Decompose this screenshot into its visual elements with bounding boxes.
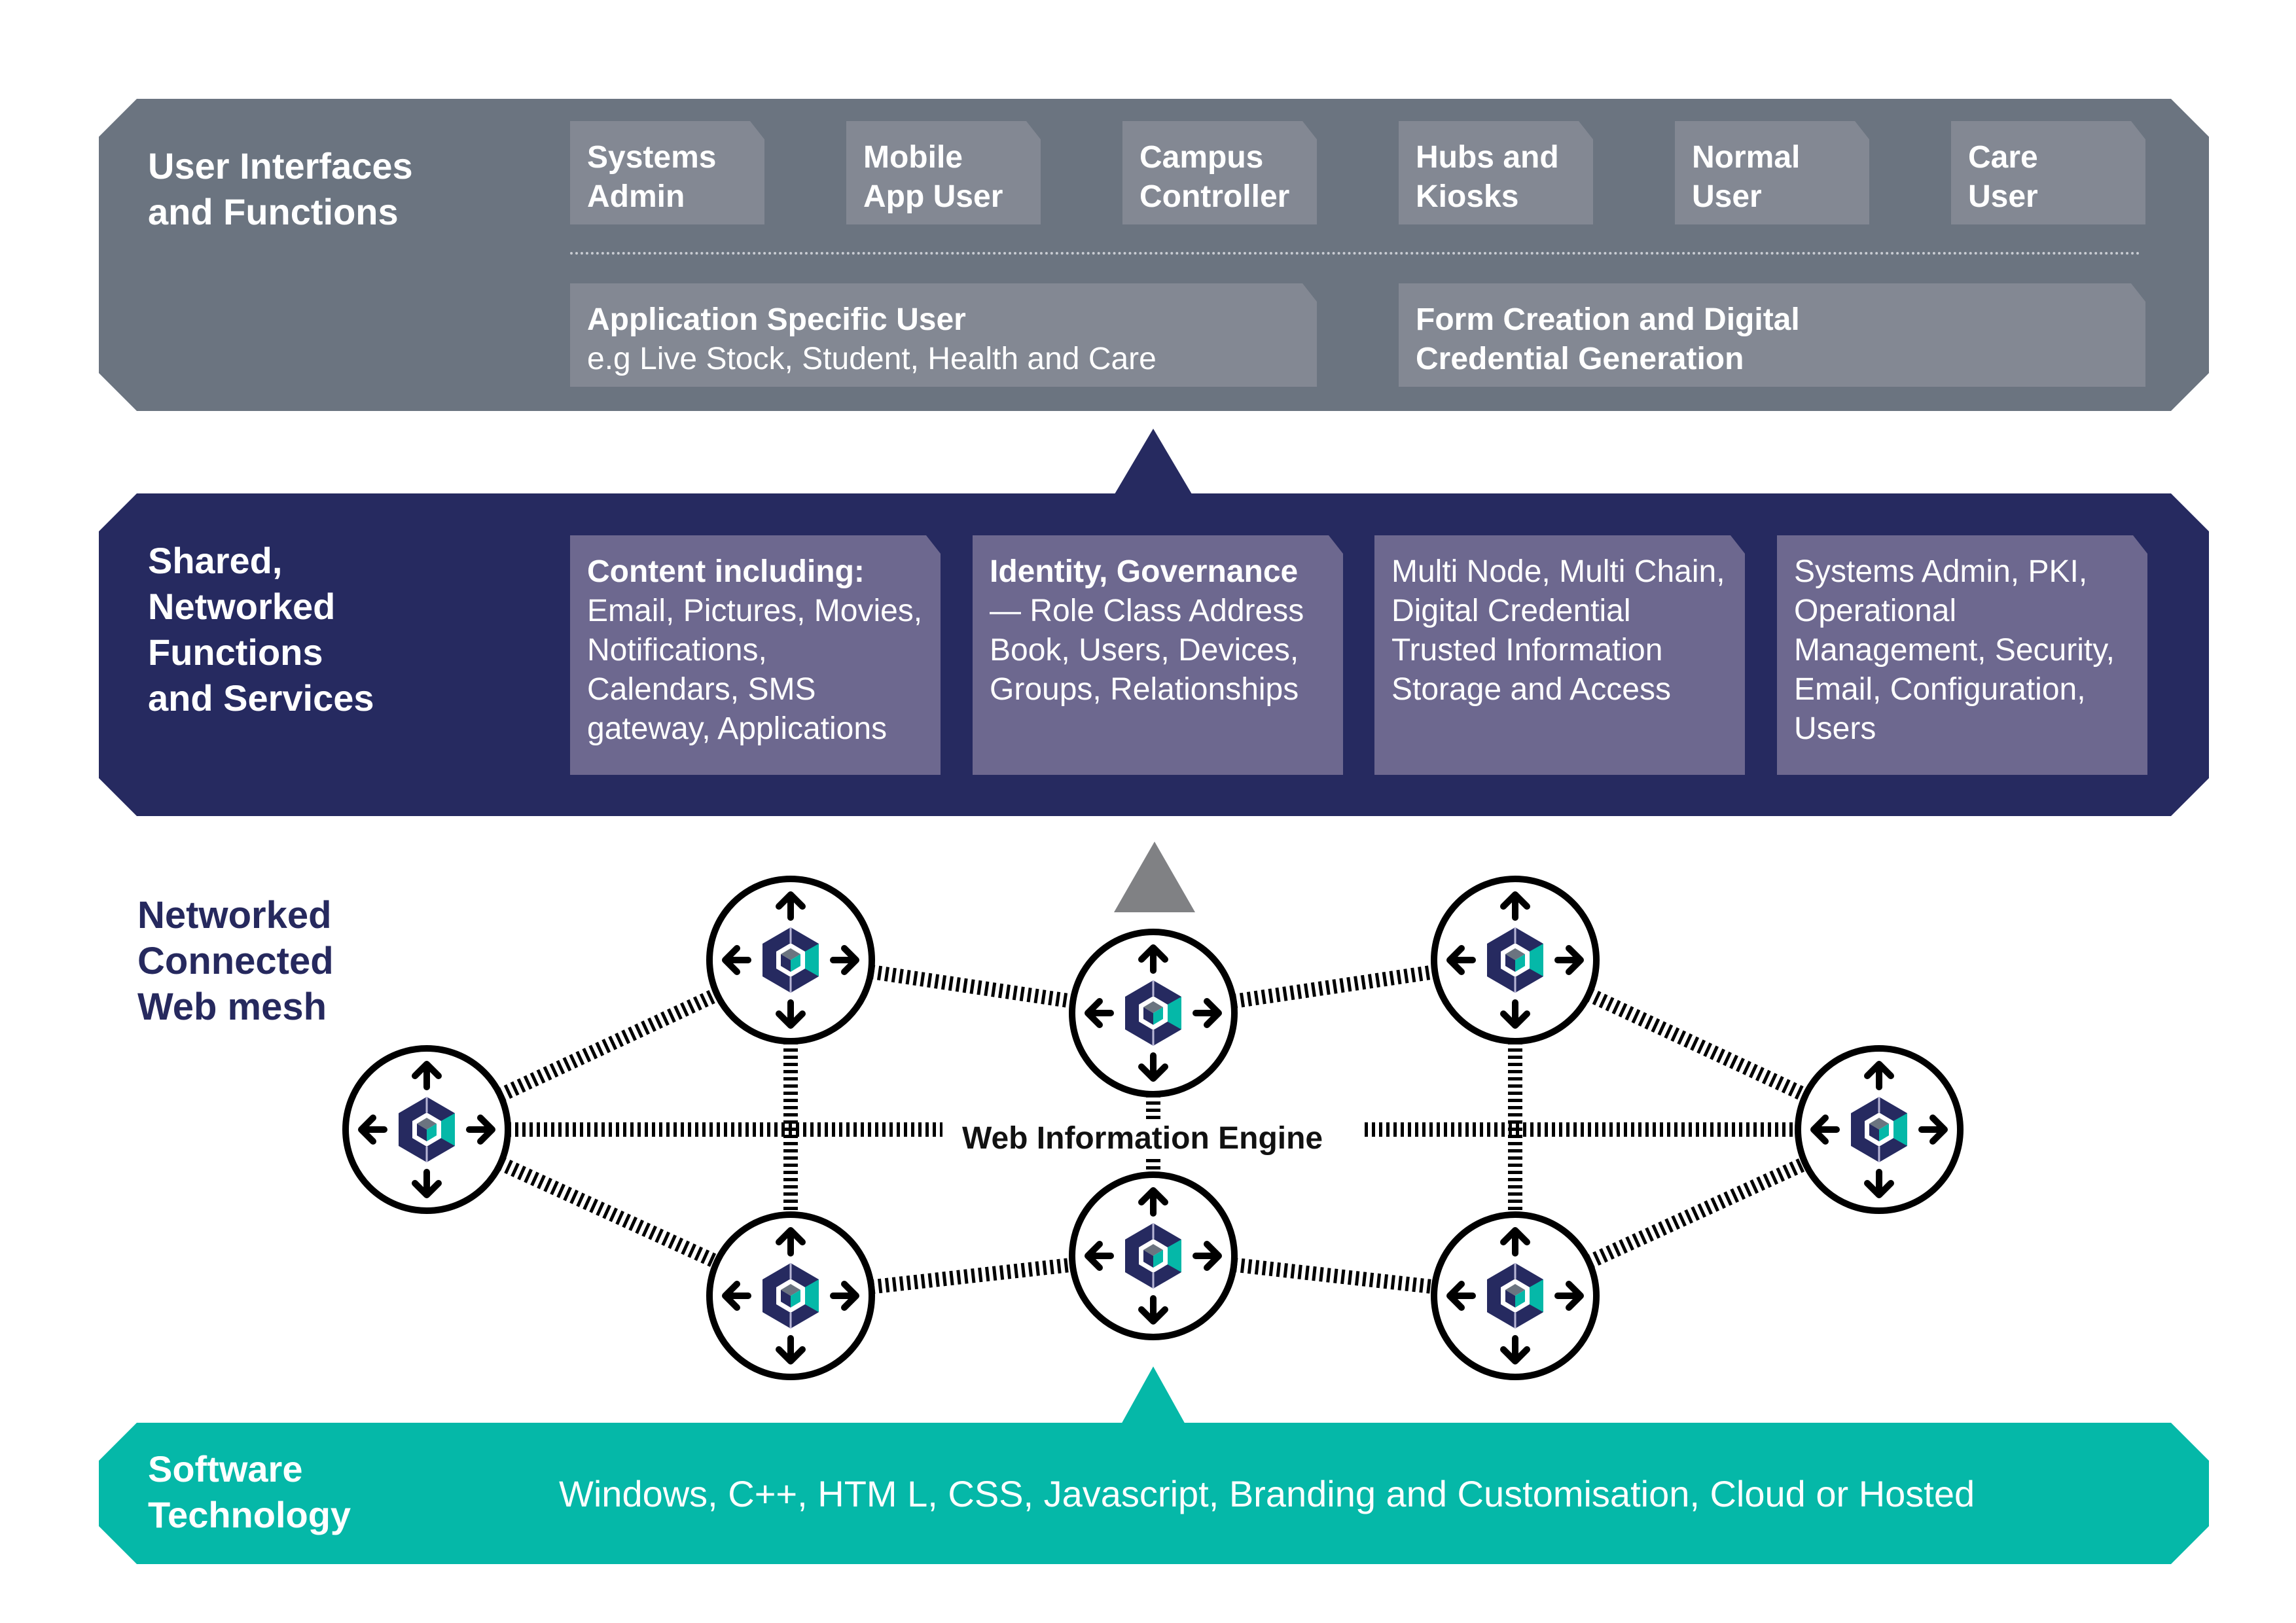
service-card-bold: Identity, Governance (990, 554, 1299, 589)
service-card-text: Email, Pictures, Movies, Notifications, … (587, 594, 923, 746)
service-card-bold: Content including: (587, 554, 865, 589)
services-layer-title: Shared, Networked Functions and Services (148, 540, 374, 719)
arrow-up-teal-icon (1121, 1366, 1186, 1425)
ui-card-campus-controller: Campus Controller (1122, 121, 1317, 224)
ui-card-line2: User (1968, 179, 2038, 214)
ui-card-form-creation: Form Creation and Digital Credential Gen… (1399, 283, 2145, 387)
mesh-link (870, 965, 1074, 1008)
service-card-multi-node: Multi Node, Multi Chain, Digital Credent… (1374, 535, 1745, 775)
ui-card-line1: Hubs and (1416, 140, 1559, 175)
ui-card-application-specific-user: Application Specific User e.g Live Stock… (570, 283, 1317, 387)
ui-card-line2: App User (863, 179, 1003, 214)
ui-card-line1: Campus (1139, 140, 1264, 175)
mesh-link (870, 1257, 1073, 1294)
mesh-node (1795, 1045, 1964, 1214)
service-card-text: — Role Class Address Book, Users, Device… (990, 594, 1304, 707)
ui-card-systems-admin: Systems Admin (570, 121, 764, 224)
mesh-node (706, 1211, 875, 1380)
ui-wide-card-detail: e.g Live Stock, Student, Health and Care (587, 342, 1157, 376)
mesh-link (1232, 965, 1436, 1008)
technology-list: Windows, C++, HTM L, CSS, Javascript, Br… (559, 1473, 1975, 1514)
technology-layer-title: Software Technology (148, 1448, 351, 1535)
mesh-node (706, 876, 875, 1044)
web-information-engine-label: Web Information Engine (950, 1120, 1335, 1156)
arrow-up-gray-icon (1114, 842, 1195, 912)
mesh-node (1069, 929, 1238, 1097)
service-card-identity: Identity, Governance — Role Class Addres… (973, 535, 1343, 775)
mesh-link (1233, 1257, 1435, 1294)
ui-layer-divider (570, 252, 2141, 255)
ui-card-line1: Normal (1692, 140, 1801, 175)
ui-wide-card-heading: Application Specific User (587, 302, 966, 337)
ui-layer-title: User Interfaces and Functions (148, 145, 413, 232)
ui-card-line2: User (1692, 179, 1762, 214)
mesh-link (1585, 988, 1809, 1102)
ui-card-line2: Admin (587, 179, 685, 214)
user-interfaces-layer: User Interfaces and Functions Systems Ad… (99, 99, 2209, 411)
mesh-link (497, 988, 721, 1102)
service-card-systems-admin: Systems Admin, PKI, Operational Manageme… (1777, 535, 2147, 775)
service-card-text: Multi Node, Multi Chain, Digital Credent… (1391, 554, 1725, 707)
mesh-node (1069, 1171, 1238, 1340)
ui-card-line1: Care (1968, 140, 2038, 175)
arrow-up-navy-icon (1113, 429, 1194, 497)
mesh-node (1431, 876, 1600, 1044)
ui-card-line1: Mobile (863, 140, 963, 175)
mesh-link (1586, 1156, 1808, 1269)
mesh-node (342, 1045, 511, 1214)
ui-card-hubs-kiosks: Hubs and Kiosks (1399, 121, 1593, 224)
mesh-link (497, 1156, 720, 1269)
ui-card-line1: Systems (587, 140, 717, 175)
technology-layer-background (99, 1423, 2209, 1564)
mesh-title: Networked Connected Web mesh (137, 894, 334, 1028)
ui-card-normal-user: Normal User (1675, 121, 1869, 224)
ui-wide-card-detail: Credential Generation (1416, 342, 1744, 376)
ui-card-mobile-app-user: Mobile App User (846, 121, 1041, 224)
ui-card-line2: Kiosks (1416, 179, 1519, 214)
service-card-text: Systems Admin, PKI, Operational Manageme… (1794, 554, 2115, 746)
shared-services-layer: Shared, Networked Functions and Services… (99, 493, 2209, 816)
software-technology-layer: Software Technology Windows, C++, HTM L,… (99, 1423, 2209, 1564)
ui-card-care-user: Care User (1951, 121, 2145, 224)
ui-wide-card-heading: Form Creation and Digital (1416, 302, 1800, 337)
service-card-content: Content including: Email, Pictures, Movi… (570, 535, 941, 775)
mesh-node (1431, 1211, 1600, 1380)
ui-card-line2: Controller (1139, 179, 1290, 214)
